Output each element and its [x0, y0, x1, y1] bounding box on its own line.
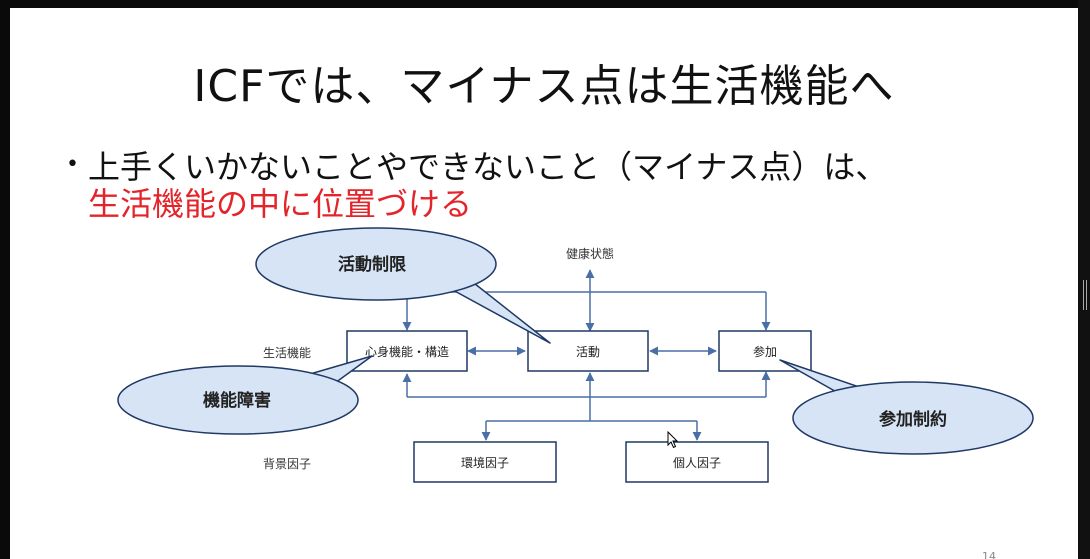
page-number: 14	[982, 550, 996, 559]
box-activity: 活動	[527, 330, 649, 372]
box-personal-label: 個人因子	[673, 456, 721, 470]
callout-impairment-label: 機能障害	[203, 390, 271, 411]
box-body-functions: 心身機能・構造	[346, 330, 468, 372]
callout-impairment: 機能障害	[117, 355, 373, 435]
callout-activity-limitation-label: 活動制限	[338, 254, 406, 275]
resize-handle-icon[interactable]	[1083, 280, 1087, 310]
box-activity-label: 活動	[576, 345, 600, 359]
health-condition-label: 健康状態	[566, 246, 614, 261]
callout-participation-restriction: 参加制約	[779, 359, 1034, 455]
box-body-functions-label: 心身機能・構造	[365, 344, 449, 359]
bullet-highlight-text: 生活機能の中に位置づける	[88, 185, 473, 223]
window-edge	[1078, 0, 1090, 559]
bullet-text: 上手くいかないことやできないこと（マイナス点）は、	[88, 148, 888, 186]
row-label-context: 背景因子	[263, 457, 311, 471]
slide: ICFでは、マイナス点は生活機能へ • 上手くいかないことやできないこと（マイナ…	[10, 8, 1078, 559]
box-personal: 個人因子	[625, 441, 769, 483]
box-environment: 環境因子	[413, 441, 557, 483]
callout-activity-limitation: 活動制限	[255, 227, 551, 344]
callout-participation-restriction-label: 参加制約	[879, 409, 947, 430]
slide-title: ICFでは、マイナス点は生活機能へ	[193, 61, 895, 112]
row-label-functioning: 生活機能	[263, 345, 311, 360]
icf-diagram: 心身機能・構造 活動 参加 環境因子 個人因子 健康状態 生活機能 背景因子 活…	[117, 227, 1034, 483]
mouse-cursor-icon	[667, 431, 679, 449]
box-participation-label: 参加	[753, 344, 777, 359]
box-environment-label: 環境因子	[461, 455, 509, 470]
box-participation: 参加	[718, 330, 812, 372]
bullet-marker: •	[66, 152, 79, 177]
